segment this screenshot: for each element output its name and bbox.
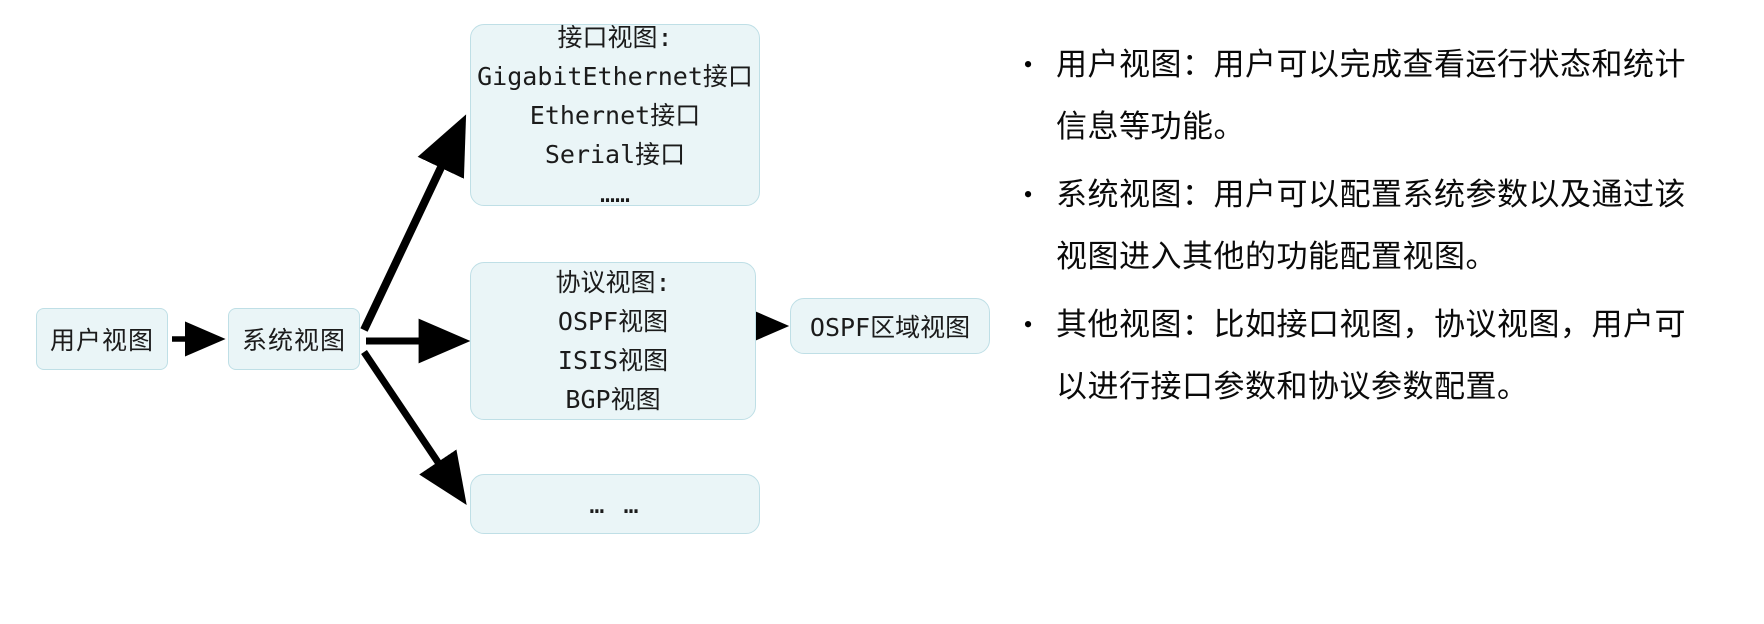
- note-text-other-view: 其他视图：比如接口视图，协议视图，用户可以进行接口参数和协议参数配置。: [1056, 307, 1686, 404]
- node-protocol-view-line-1: OSPF视图: [557, 307, 669, 336]
- note-text-user-view: 用户视图：用户可以完成查看运行状态和统计信息等功能。: [1056, 47, 1686, 144]
- node-user-view-label: 用户视图: [49, 328, 154, 355]
- list-item: • 系统视图：用户可以配置系统参数以及通过该视图进入其他的功能配置视图。: [1000, 164, 1764, 288]
- bullet-icon: •: [1023, 310, 1033, 339]
- arrow-system-to-other: [361, 350, 467, 505]
- node-ospf-area-view[interactable]: OSPF区域视图: [790, 298, 990, 354]
- node-ospf-area-view-label: OSPF区域视图: [809, 313, 971, 342]
- node-protocol-view-line-2: ISIS视图: [557, 346, 669, 375]
- node-interface-view-title: 接口视图:: [557, 22, 673, 52]
- node-protocol-view-line-3: BGP视图: [565, 385, 661, 414]
- view-hierarchy-diagram: 用户视图 系统视图 接口视图: GigabitEthernet接口 Ethern…: [36, 23, 990, 534]
- bullet-icon: •: [1023, 180, 1033, 209]
- node-protocol-view-title: 协议视图:: [555, 268, 671, 297]
- node-interface-view-line-1: GigabitEthernet接口: [477, 61, 753, 91]
- node-interface-view-line-3: Serial接口: [544, 139, 686, 169]
- node-system-view-label: 系统视图: [241, 328, 346, 355]
- node-other-view[interactable]: … …: [470, 474, 760, 534]
- note-text-system-view: 系统视图：用户可以配置系统参数以及通过该视图进入其他的功能配置视图。: [1056, 177, 1686, 274]
- node-user-view[interactable]: 用户视图: [36, 308, 168, 370]
- node-interface-view-line-2: Ethernet接口: [529, 100, 701, 130]
- arrow-system-to-interface: [360, 114, 467, 332]
- notes-list: • 用户视图：用户可以完成查看运行状态和统计信息等功能。 • 系统视图：用户可以…: [1000, 34, 1764, 594]
- bullet-icon: •: [1023, 50, 1033, 79]
- node-other-view-label: … …: [589, 489, 641, 519]
- node-interface-view[interactable]: 接口视图: GigabitEthernet接口 Ethernet接口 Seria…: [470, 23, 760, 208]
- list-item: • 用户视图：用户可以完成查看运行状态和统计信息等功能。: [1000, 34, 1764, 158]
- node-interface-view-line-4: ……: [599, 178, 631, 208]
- list-item: • 其他视图：比如接口视图，协议视图，用户可以进行接口参数和协议参数配置。: [1000, 294, 1764, 418]
- node-protocol-view[interactable]: 协议视图: OSPF视图 ISIS视图 BGP视图: [470, 262, 756, 420]
- node-system-view[interactable]: 系统视图: [228, 308, 360, 370]
